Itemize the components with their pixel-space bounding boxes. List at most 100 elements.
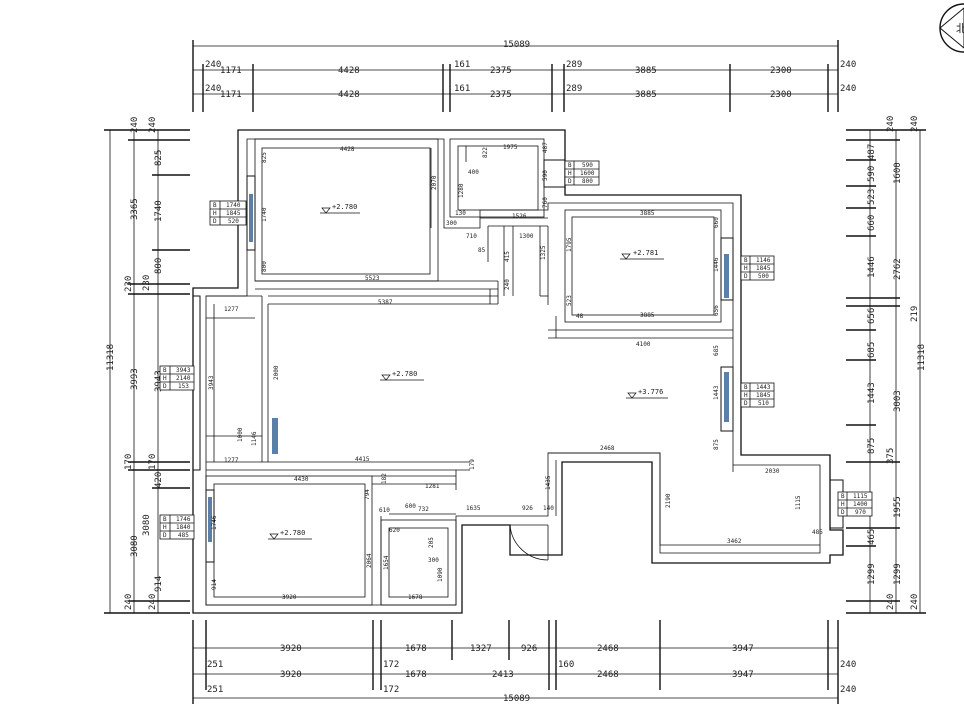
inner-dim: 600 [405,503,416,510]
level-marker-icon [626,392,668,399]
win3-d: 500 [758,273,769,280]
svg-text:H: H [744,392,748,399]
win2-b: 590 [582,162,593,169]
north-mark-label: 北 [956,22,964,35]
dim-right-inner-523: 523 [867,189,877,205]
bottom-dimension-lines: 251 3920 172 1678 1327 926 2468 3947 240… [192,620,856,704]
svg-text:B: B [163,367,167,374]
window-spec-tables: BHD 1740 1845 520 BHD 590 1600 800 BHD 1… [159,160,873,540]
level-marker-icon [620,253,664,260]
top-dimension-lines: 15089 240 1171 4428 161 2375 289 3885 23… [192,40,856,112]
inner-dim: 3885 [640,312,655,319]
dim-top-2300: 2300 [770,66,792,76]
win2-h: 1600 [580,170,595,177]
win5-b: 1443 [756,384,771,391]
win1-d: 520 [228,218,239,225]
inner-dim: 1277 [224,306,239,313]
dim-top-total: 15089 [503,40,530,50]
inner-dim: 487 [542,142,549,153]
dim-right-inner-1443: 1443 [867,382,877,404]
inner-dim: 3462 [727,538,742,545]
dim-bot-total: 15089 [503,694,530,704]
inner-dim: 610 [379,507,390,514]
inner-dim: 1975 [503,144,518,151]
dim-left-240-bottom: 240 [124,594,134,610]
inner-dim: 3885 [640,210,655,217]
window-table-6: BHD 1746 1840 485 [159,514,195,540]
window-glass-icon [724,372,729,422]
inner-dim: 5387 [378,299,393,306]
dim-bot2-3920: 3920 [280,670,302,680]
inner-dim: 590 [542,170,549,181]
level-bottom-bedroom: +2.780 [280,529,305,537]
dim-right-total: 11318 [917,344,927,371]
inner-dim: 182 [381,473,388,484]
inner-dim: 1446 [713,257,720,272]
level-marker-icon [268,533,312,540]
inner-dim: 485 [812,529,823,536]
inner-dim: 1325 [540,245,547,260]
dim-left-inner-825: 825 [154,150,164,166]
dim-left-3080: 3080 [130,535,140,557]
dim-right-inner-660: 660 [867,215,877,231]
win7-h: 1400 [853,501,868,508]
dim-right-inner-465: 465 [867,529,877,545]
svg-text:D: D [568,178,572,185]
dim-top-240-right: 240 [840,60,856,70]
inner-dim: 914 [211,579,218,590]
window-table-2: BHD 590 1600 800 [564,160,600,186]
window-table-5: BHD 1443 1845 510 [740,382,775,408]
dim-left-inner-420: 420 [154,472,164,488]
inner-dim: 1443 [713,385,720,400]
inner-dim: 400 [468,169,479,176]
dim-bot-3947: 3947 [732,644,754,654]
win7-b: 1115 [853,493,868,500]
level-master-bedroom: +2.780 [332,203,357,211]
svg-text:D: D [163,383,167,390]
dim-right-240-bottom: 240 [910,594,920,610]
inner-dim: 875 [713,439,720,450]
window-table-1: BHD 1740 1845 520 [209,200,247,226]
dim-bot-251: 251 [207,660,223,670]
window-table-3: BHD 1146 1845 500 [740,255,775,281]
level-marker-icon [320,207,360,214]
inner-dim: 1740 [261,207,268,222]
dim-top-4428: 4428 [338,66,360,76]
win6-h: 1840 [176,524,191,531]
svg-text:D: D [213,218,217,225]
window-glass-icon [249,194,253,242]
inner-dim: 760 [542,197,549,208]
inner-dim: 1526 [512,213,527,220]
north-arrow-icon: 北 [939,3,964,53]
inner-dim: 1300 [519,233,534,240]
dim-right-3003: 3003 [893,390,903,412]
inner-dim: 4430 [294,476,309,483]
walls [192,129,844,614]
inner-dim: 825 [261,152,268,163]
dim-bot-240: 240 [840,660,856,670]
inner-dim: 1146 [251,431,258,446]
dim-top2-240: 240 [205,84,221,94]
level-living-room: +2.780 [392,370,417,378]
svg-text:H: H [841,501,845,508]
dim-right-inner-487: 487 [867,144,877,160]
dim-bot-926: 926 [521,644,537,654]
dim-top-3885: 3885 [635,66,657,76]
dim-bot2-240: 240 [840,685,856,695]
inner-dim: 48 [576,313,584,320]
inner-dim: 3920 [282,594,297,601]
win4-b: 3943 [176,367,191,374]
window-table-7: BHD 1115 1400 970 [837,491,873,517]
dim-top2-240-right: 240 [840,84,856,94]
inner-dim: 300 [428,557,439,564]
inner-dimensions: 4428 825 1740 800 2070 5523 1975 822 487… [208,142,823,601]
dim-right-1299: 1299 [893,563,903,585]
dim-left-230: 230 [124,276,134,292]
dim-bot2-2413: 2413 [492,670,514,680]
svg-text:B: B [841,493,845,500]
inner-dim: 1000 [237,427,244,442]
dim-bot2-1678: 1678 [405,670,427,680]
dim-right-375: 375 [886,448,896,464]
dim-left-inner-240: 240 [148,117,158,133]
